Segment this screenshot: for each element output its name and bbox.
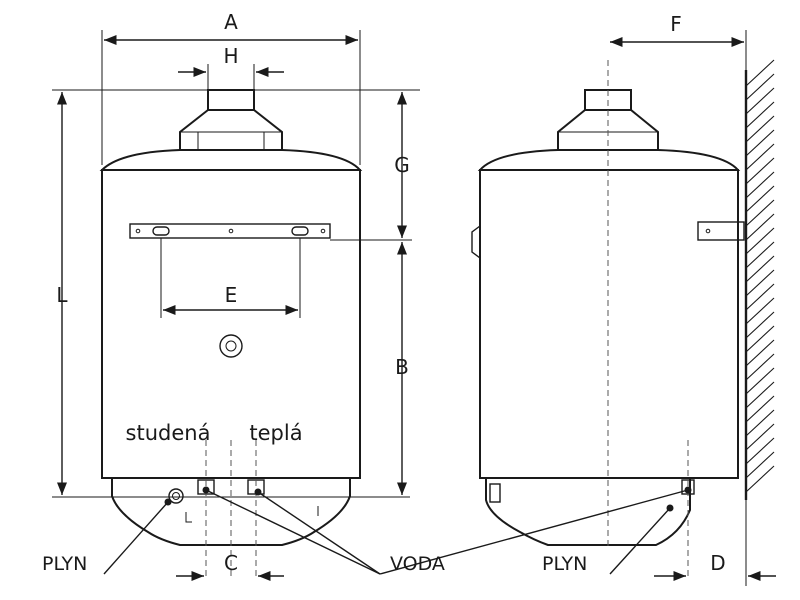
dimension-e-label: E xyxy=(225,283,238,307)
wall-hatch-line xyxy=(745,143,775,171)
wall-hatch-line xyxy=(745,255,775,283)
side-wall-bracket xyxy=(697,221,745,241)
wall-hatch-line xyxy=(745,241,775,269)
wall-hatch-line xyxy=(745,325,775,353)
callout-leaders xyxy=(103,486,692,575)
wall-hatch-line xyxy=(745,171,775,199)
front-top-cap xyxy=(99,149,363,171)
wall-hatch-line xyxy=(745,395,775,423)
wall-hatch-line xyxy=(745,87,775,115)
wall-hatch-line xyxy=(745,353,775,381)
wall-hatch-line xyxy=(745,423,775,451)
thermostat-knob-icon xyxy=(219,334,243,358)
water-callout: VODA xyxy=(390,553,445,575)
wall-hatch-line xyxy=(745,157,775,185)
gas-connection-icon xyxy=(168,488,184,504)
wall-hatch-line xyxy=(745,381,775,409)
wall-hatch-line xyxy=(745,101,775,129)
wall xyxy=(744,59,775,500)
wall-hatch-line xyxy=(745,465,775,493)
wall-hatch-line xyxy=(745,73,775,101)
wall-hatch-line xyxy=(745,283,775,311)
wall-hatch-line xyxy=(745,213,775,241)
wall-hatch-line xyxy=(745,451,775,479)
cold-water-label: studená xyxy=(126,421,211,445)
wall-hatch-line xyxy=(745,409,775,437)
mounting-bracket xyxy=(129,223,331,239)
front-tank-body xyxy=(101,169,361,479)
dimension-d-label: D xyxy=(710,551,725,575)
hot-water-label: teplá xyxy=(249,421,302,445)
wall-hatch-line xyxy=(745,199,775,227)
wall-hatch-line xyxy=(745,185,775,213)
side-view xyxy=(471,59,775,580)
wall-hatch-line xyxy=(745,269,775,297)
front-flue xyxy=(179,89,283,153)
wall-hatch-line xyxy=(745,59,775,87)
dimension-f-label: F xyxy=(670,12,682,36)
wall-hatch-line xyxy=(745,297,775,325)
side-tank-body xyxy=(479,169,739,479)
dimension-g-label: G xyxy=(394,153,410,177)
side-burner-housing xyxy=(485,477,691,546)
dimension-a-label: A xyxy=(224,10,238,34)
dimension-lines xyxy=(52,30,776,586)
gas-side-callout: PLYN xyxy=(542,553,587,575)
wall-hatch-line xyxy=(745,227,775,255)
dimension-c-label: C xyxy=(224,551,238,575)
wall-hatch-line xyxy=(745,129,775,157)
side-top-cap xyxy=(477,149,741,171)
wall-hatch-line xyxy=(745,367,775,395)
wall-hatch-line xyxy=(745,311,775,339)
wall-hatch-line xyxy=(745,339,775,367)
dimension-h-label: H xyxy=(223,44,238,68)
wall-hatch-line xyxy=(745,115,775,143)
front-view xyxy=(99,89,363,580)
dimension-l-label: L xyxy=(56,283,68,307)
dimension-b-label: B xyxy=(395,355,409,379)
wall-hatch-line xyxy=(745,437,775,465)
gas-front-callout: PLYN xyxy=(42,553,87,575)
